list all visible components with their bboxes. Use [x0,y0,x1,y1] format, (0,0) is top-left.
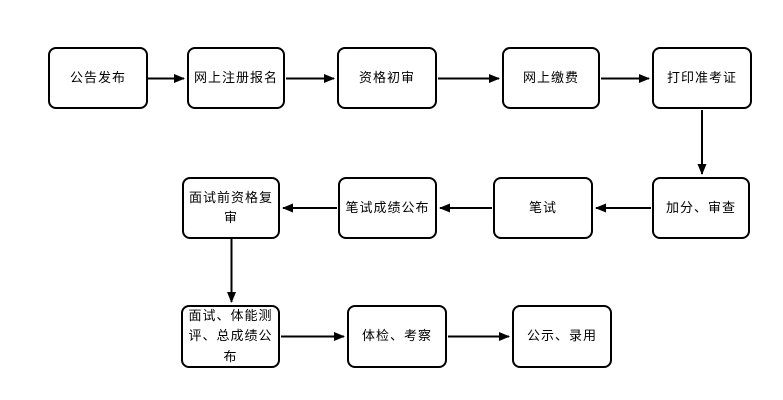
node-written-exam: 笔试 [493,177,593,239]
node-medical-exam-inspection: 体检、考察 [347,305,447,368]
node-bonus-points-review-label: 加分、审查 [665,199,736,215]
node-written-exam-results-release: 笔试成绩公布 [338,177,437,239]
node-announcement-release: 公告发布 [48,47,148,109]
node-online-payment-label: 网上缴费 [522,69,579,85]
node-publicity-employment: 公示、录用 [512,305,612,368]
node-online-registration-label: 网上注册报名 [193,69,278,85]
node-interview-physical-test-total-score: 面试、体能测 评、总成绩公 布 [181,305,280,368]
node-written-exam-label: 笔试 [528,199,557,215]
node-print-admission-ticket: 打印准考证 [652,47,752,109]
node-pre-interview-qualification-recheck-label: 面试前资格复 审 [188,189,273,225]
node-qualification-initial-review: 资格初审 [337,47,437,109]
node-print-admission-ticket-label: 打印准考证 [666,69,737,85]
node-announcement-release-label: 公告发布 [69,69,126,85]
node-bonus-points-review: 加分、审查 [652,177,750,239]
node-publicity-employment-label: 公示、录用 [526,328,597,344]
node-interview-physical-test-total-score-label: 面试、体能测 评、总成绩公 布 [188,308,273,364]
node-medical-exam-inspection-label: 体检、考察 [361,328,432,344]
node-qualification-initial-review-label: 资格初审 [358,69,415,85]
node-written-exam-results-release-label: 笔试成绩公布 [345,199,430,215]
node-online-payment: 网上缴费 [502,47,600,109]
node-online-registration: 网上注册报名 [187,47,285,109]
node-pre-interview-qualification-recheck: 面试前资格复 审 [182,177,280,239]
